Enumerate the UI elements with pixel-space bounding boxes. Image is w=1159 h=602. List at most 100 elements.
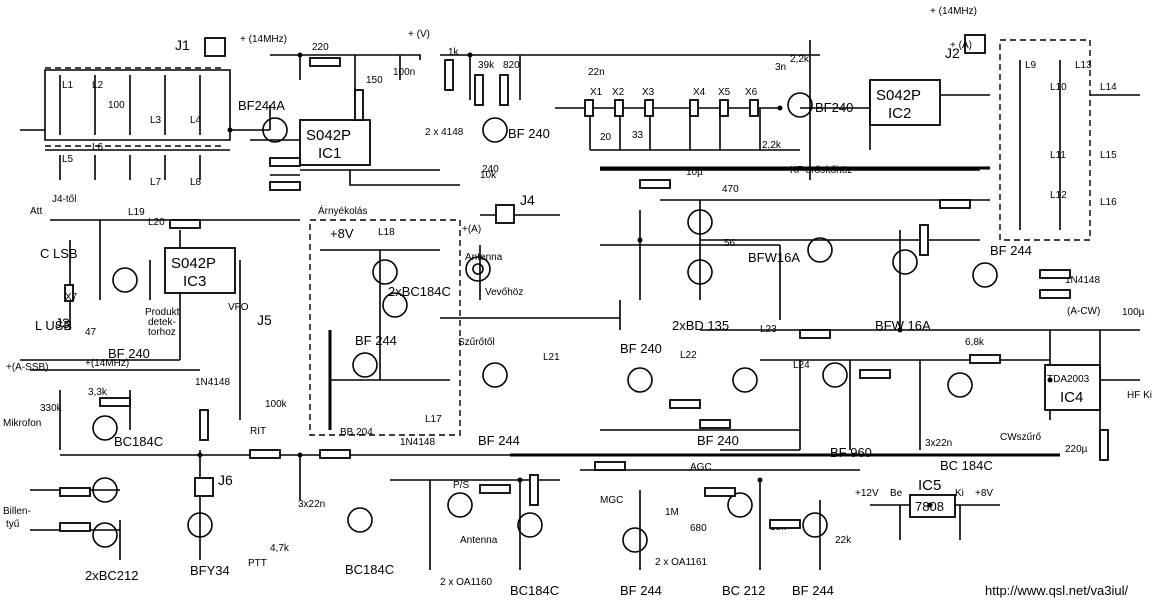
t18-label: BC 184C bbox=[940, 458, 993, 473]
ic1-name: S042P bbox=[306, 127, 351, 144]
be-label: Be bbox=[890, 488, 903, 499]
ptt-label: PTT bbox=[248, 558, 267, 569]
value-220u: 220µ bbox=[1065, 444, 1088, 455]
wires bbox=[20, 39, 1140, 570]
plus-assb-label: +(A-SSB) bbox=[6, 362, 49, 373]
value-56: 56 bbox=[724, 238, 736, 249]
inductor-l4: L4 bbox=[190, 115, 202, 126]
inductor-l22: L22 bbox=[680, 350, 697, 361]
t21-label: BFY34 bbox=[190, 563, 230, 578]
j4-label: J4 bbox=[520, 192, 535, 208]
billentyu2-label: tyű bbox=[6, 519, 20, 530]
rit-label: RIT bbox=[250, 426, 266, 437]
ic4-name: TDA2003 bbox=[1047, 374, 1090, 385]
inductor-l24: L24 bbox=[793, 360, 810, 371]
t12-label: BF 240 bbox=[108, 346, 150, 361]
inductor-l7: L7 bbox=[150, 177, 162, 188]
value-1k: 1k bbox=[448, 47, 460, 58]
ic5-ref: IC5 bbox=[918, 477, 941, 494]
ki-label: Ki bbox=[955, 488, 964, 499]
clsb-label: C LSB bbox=[40, 246, 78, 261]
mikrofon-label: Mikrofon bbox=[3, 418, 41, 429]
inductor-l21: L21 bbox=[543, 352, 560, 363]
plus-a-label: + (A) bbox=[950, 40, 972, 51]
value-39k: 39k bbox=[478, 60, 495, 71]
inductor-l12: L12 bbox=[1050, 190, 1067, 201]
value-20: 20 bbox=[600, 132, 612, 143]
t13-label: BC184C bbox=[114, 434, 163, 449]
value-2-2k: 2,2k bbox=[790, 54, 810, 65]
vevohoz-label: Vevőhöz bbox=[485, 287, 523, 298]
bb204-label: BB 204 bbox=[340, 427, 373, 438]
ic5-block: 7808 IC5 bbox=[909, 477, 956, 518]
inductor-l18: L18 bbox=[378, 227, 395, 238]
n4148d-label: 2 x 4148 bbox=[425, 127, 464, 138]
produkt1-label: Produkt bbox=[145, 307, 180, 318]
inductor-l20: L20 bbox=[148, 217, 165, 228]
value-240: 240 bbox=[482, 164, 499, 175]
inductor-l1: L1 bbox=[62, 80, 74, 91]
plus-8v-out-label: +8V bbox=[975, 488, 993, 499]
inductor-l17: L17 bbox=[425, 414, 442, 425]
inductor-l19: L19 bbox=[128, 207, 145, 218]
vfo-label: VFO bbox=[228, 302, 249, 313]
value-100k: 100k bbox=[265, 399, 288, 410]
value-3n: 3n bbox=[775, 62, 786, 73]
mgc-label: MGC bbox=[600, 495, 623, 506]
t25-label: BC 212 bbox=[722, 583, 765, 598]
t17-label: BF 960 bbox=[830, 445, 872, 460]
value-6-8k: 6,8k bbox=[965, 337, 985, 348]
j5-label: J5 bbox=[257, 312, 272, 328]
oa1160-label: 2 x OA1160 bbox=[440, 577, 493, 588]
value-1m: 1M bbox=[665, 507, 679, 518]
crystal-x7: X7 bbox=[65, 292, 78, 303]
t9-label: BF 244 bbox=[355, 333, 397, 348]
t1-label: BF244A bbox=[238, 98, 285, 113]
crystal-x2: X2 bbox=[612, 87, 625, 98]
t19-label: 2xBC212 bbox=[85, 568, 138, 583]
ic4-ref: IC4 bbox=[1060, 389, 1083, 406]
value-150: 150 bbox=[366, 75, 383, 86]
ic3-name: S042P bbox=[171, 255, 216, 272]
inductor-l11: L11 bbox=[1050, 150, 1066, 161]
t3-label: BF240 bbox=[815, 100, 853, 115]
kf-label: KF erősítőhöz bbox=[790, 165, 852, 176]
inductor-l23: L23 bbox=[760, 324, 777, 335]
crystals: X1 X2 X3 X4 X5 X6 X7 bbox=[64, 87, 759, 303]
value-4-7k: 4,7k bbox=[270, 543, 290, 554]
plus14c-label: +(14MHz) bbox=[85, 358, 129, 369]
value-47: 47 bbox=[85, 327, 97, 338]
plus-v-label: + (V) bbox=[408, 29, 430, 40]
t16-label: BF 240 bbox=[697, 433, 739, 448]
ic2-ref: IC2 bbox=[888, 105, 911, 122]
crystal-x1: X1 bbox=[590, 87, 603, 98]
produkt2-label: detek- bbox=[148, 317, 176, 328]
crystal-x4: X4 bbox=[693, 87, 706, 98]
inductor-l9: L9 bbox=[1025, 60, 1037, 71]
value-22k: 22k bbox=[835, 535, 852, 546]
t22-label: BC184C bbox=[345, 562, 394, 577]
ps-label: P/S bbox=[453, 480, 469, 491]
plus-8v-label: +8V bbox=[330, 226, 354, 241]
t2-label: BF 240 bbox=[508, 126, 550, 141]
value-2-2k-b: 2,2k bbox=[762, 140, 782, 151]
inductor-l13: L13 bbox=[1075, 60, 1092, 71]
t8-label: 2xBD 135 bbox=[672, 318, 729, 333]
value-820: 820 bbox=[503, 60, 520, 71]
value-3-3k: 3,3k bbox=[88, 387, 108, 398]
inductor-l6: L6 bbox=[92, 142, 104, 153]
inductor-labels: L1 L2 L3 L4 L5 L6 L7 L8 L9 L10 L11 L12 L… bbox=[62, 60, 1117, 425]
hf-ki-label: HF Ki bbox=[1127, 390, 1152, 401]
ic2-block: S042P IC2 bbox=[869, 79, 941, 126]
j3-label: J3 bbox=[55, 315, 70, 331]
t6-label: BFW16A bbox=[748, 250, 800, 265]
value-22n: 22n bbox=[588, 67, 605, 78]
j2-label: J2 bbox=[945, 45, 960, 61]
value-10u: 10µ bbox=[686, 167, 703, 178]
value-220: 220 bbox=[312, 42, 329, 53]
t5-label: BFW 16A bbox=[875, 318, 931, 333]
ic2-name: S042P bbox=[876, 87, 921, 104]
billentyu1-label: Billen- bbox=[3, 506, 31, 517]
ic3-ref: IC3 bbox=[183, 273, 206, 290]
att-label: Att bbox=[30, 206, 42, 217]
